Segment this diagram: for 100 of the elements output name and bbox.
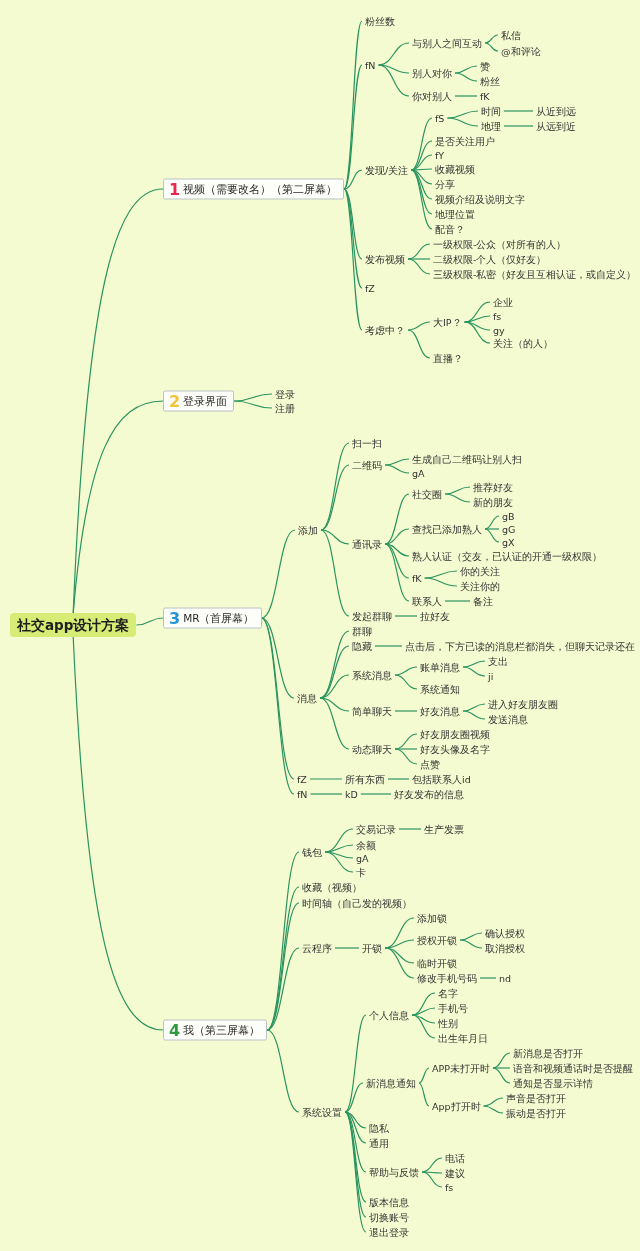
branch-line xyxy=(384,493,410,545)
subtopic-label: 钱包 xyxy=(299,846,325,858)
subtopic-label: 开锁 xyxy=(359,942,385,954)
subtopic-label: 声音是否打开 xyxy=(503,1092,569,1104)
branch-line xyxy=(459,932,483,941)
subtopic-label: 余额 xyxy=(353,839,379,851)
subtopic-label: 关注你的 xyxy=(457,580,503,592)
subtopic-label: gA xyxy=(409,467,428,479)
central-topic: 社交app设计方案 xyxy=(10,613,137,637)
subtopic-label: 收藏视频 xyxy=(432,163,478,175)
subtopic-label: 名字 xyxy=(435,987,461,999)
branch-line xyxy=(324,844,354,853)
subtopic-label: 联系人 xyxy=(409,595,445,607)
branch-line xyxy=(484,528,500,543)
branch-line xyxy=(421,1171,443,1174)
subtopic-label: @和评论 xyxy=(498,45,544,57)
subtopic-label: gX xyxy=(499,536,518,548)
subtopic-label: APP未打开时 xyxy=(429,1062,493,1074)
topic-box xyxy=(163,1019,268,1041)
subtopic-label: 新消息通知 xyxy=(363,1077,419,1089)
subtopic-label: 消息 xyxy=(294,692,320,704)
branch-line xyxy=(418,1067,430,1084)
subtopic-label: 地理位置 xyxy=(432,208,478,220)
branch-line xyxy=(344,1082,364,1113)
branch-line xyxy=(387,778,410,780)
subtopic-label: 隐私 xyxy=(366,1122,392,1134)
branch-line xyxy=(384,939,415,949)
branch-line xyxy=(410,169,433,230)
subtopic-label: ji xyxy=(485,670,497,682)
subtopic-label: 生产发票 xyxy=(421,823,467,835)
branch-line xyxy=(484,34,499,44)
branch-line xyxy=(503,125,534,127)
subtopic-label: 发送消息 xyxy=(485,713,531,725)
branch-line xyxy=(424,577,458,587)
branch-line xyxy=(407,258,431,260)
subtopic-label: 添加 xyxy=(295,524,321,536)
topic-label: 视频（需要改名）（第二屏幕） xyxy=(183,182,338,196)
subtopic-label: 群聊 xyxy=(349,625,375,637)
subtopic-label: 进入好友朋友圈 xyxy=(485,698,561,710)
branch-line xyxy=(394,748,418,750)
subtopic-label: 赞 xyxy=(477,60,493,72)
branch-line xyxy=(320,529,350,617)
branch-line xyxy=(266,851,300,1031)
subtopic-label: 添加锁 xyxy=(414,912,450,924)
branch-line xyxy=(411,1014,436,1039)
branch-line xyxy=(394,674,418,690)
branch-line xyxy=(266,947,300,1031)
subtopic-label: 切换账号 xyxy=(366,1211,412,1223)
branch-line xyxy=(463,321,491,344)
subtopic-label: 社交圈 xyxy=(409,488,445,500)
subtopic-label: 新的朋友 xyxy=(470,496,516,508)
subtopic-label: fs xyxy=(490,310,505,322)
branch-line xyxy=(444,493,471,503)
branch-line xyxy=(462,710,486,720)
subtopic-label: 语音和视频通话时是否提醒 xyxy=(510,1062,636,1074)
branch-line xyxy=(72,636,164,1031)
topic-number: 2 xyxy=(169,392,181,410)
subtopic-label: 通用 xyxy=(366,1137,392,1149)
branch-line xyxy=(483,1105,504,1114)
subtopic-label: fZ xyxy=(362,282,378,294)
subtopic-label: 熟人认证（交友，已认证的开通一级权限） xyxy=(409,550,605,562)
subtopic-label: 查找已添加熟人 xyxy=(409,523,485,535)
subtopic-label: 拉好友 xyxy=(417,610,453,622)
subtopic-label: 版本信息 xyxy=(366,1196,412,1208)
subtopic-label: 好友头像及名字 xyxy=(417,743,493,755)
subtopic-label: kD xyxy=(342,788,361,800)
subtopic-label: gB xyxy=(499,510,518,522)
branch-line xyxy=(334,947,360,949)
branch-line xyxy=(454,72,478,82)
branch-line xyxy=(344,1014,367,1113)
subtopic-label: 从远到近 xyxy=(533,120,579,132)
subtopic-label: 时间 xyxy=(478,105,504,117)
subtopic-label: 企业 xyxy=(490,296,516,308)
subtopic-label: 私信 xyxy=(498,29,524,41)
subtopic-label: 地理 xyxy=(478,120,504,132)
subtopic-label: 手机号 xyxy=(435,1002,471,1014)
branch-line xyxy=(377,64,410,97)
subtopic-label: 是否关注用户 xyxy=(432,135,498,147)
subtopic-label: 与别人之间互动 xyxy=(409,37,485,49)
subtopic-label: 性别 xyxy=(435,1017,461,1029)
branch-line xyxy=(398,828,422,830)
subtopic-label: 出生年月日 xyxy=(435,1032,491,1044)
branch-line xyxy=(135,617,164,626)
branch-line xyxy=(72,400,164,614)
subtopic-label: 电话 xyxy=(442,1152,468,1164)
branch-line xyxy=(462,703,486,712)
subtopic-label: 支出 xyxy=(485,655,511,667)
branch-line xyxy=(309,778,343,780)
branch-line xyxy=(320,529,350,545)
branch-line xyxy=(462,666,486,677)
subtopic-label: 振动是否打开 xyxy=(503,1107,569,1119)
branch-line xyxy=(384,528,410,545)
subtopic-label: 发布视频 xyxy=(362,253,408,265)
branch-line xyxy=(384,464,410,474)
subtopic-label: 动态聊天 xyxy=(349,743,395,755)
branch-line xyxy=(343,188,363,289)
branch-line xyxy=(319,630,350,699)
branch-line xyxy=(384,458,410,466)
subtopic-label: 从近到远 xyxy=(533,105,579,117)
subtopic-label: 个人信息 xyxy=(366,1009,412,1021)
